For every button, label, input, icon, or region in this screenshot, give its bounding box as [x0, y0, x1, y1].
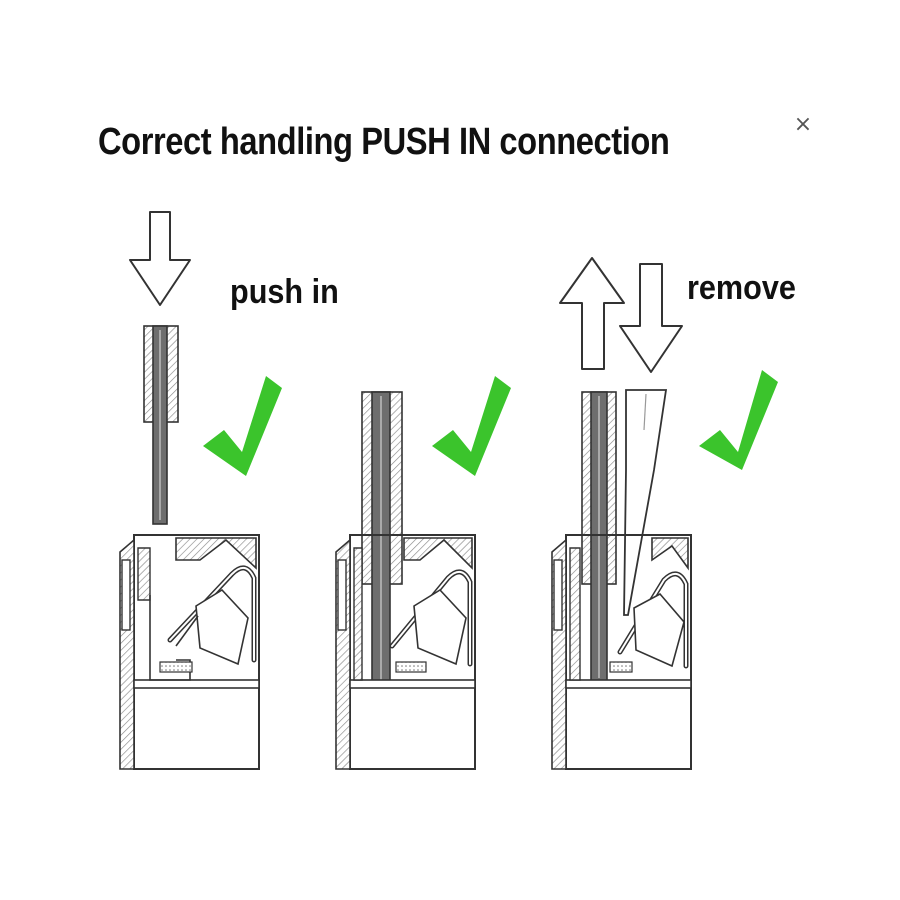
terminal-block [119, 534, 260, 770]
conductor [143, 325, 179, 525]
panel-connected [335, 376, 511, 770]
page-title: Correct handling PUSH IN connection [98, 121, 670, 163]
conductor [581, 391, 617, 683]
arrow-down-icon [619, 263, 683, 373]
panel-push-in [119, 211, 282, 770]
terminal-block [551, 534, 692, 770]
panel-remove [551, 257, 778, 770]
arrow-down-icon [129, 211, 191, 306]
screwdriver [623, 389, 668, 616]
check-icon [699, 370, 778, 470]
close-icon[interactable]: × [793, 112, 813, 137]
label-push-in: push in [230, 273, 339, 311]
terminal-block [335, 534, 476, 770]
label-remove: remove [687, 269, 796, 307]
check-icon [203, 376, 282, 476]
arrow-up-icon [559, 257, 625, 370]
check-icon [432, 376, 511, 476]
